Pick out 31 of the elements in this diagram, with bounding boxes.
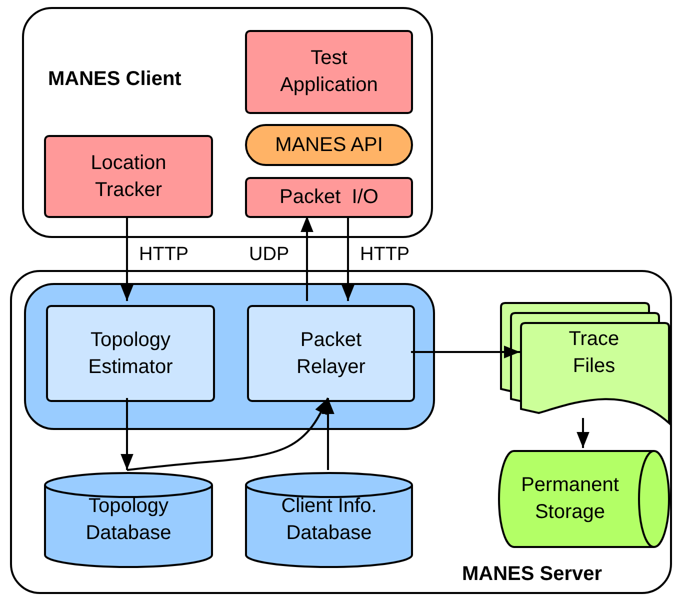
arrow [411,346,520,358]
node-label: Trace Files [568,327,620,379]
component-box [245,177,413,218]
edge-label: HTTP [360,244,410,266]
arrow [120,216,134,301]
component-box [247,305,415,402]
node-label: Test Application [279,46,379,98]
system-title: MANES Client [48,67,182,92]
system-boundary [10,270,672,594]
component-box [44,135,213,218]
server-core-panel [24,283,435,430]
system-title: MANES Server [462,562,604,587]
node-label: Permanent Storage [520,473,620,525]
edge-label: UDP [249,244,290,266]
node-label: Packet I/O [280,185,378,210]
arrow [342,216,354,301]
node-label: Topology Estimator [87,328,174,380]
node-label: Client Info. Database [280,494,378,546]
system-boundary [22,7,433,238]
node-label: Topology Database [84,494,172,546]
arrow [126,398,329,471]
arrow [120,398,134,470]
node-label: Packet Relayer [296,328,366,380]
arrow [322,398,334,470]
edge-label: HTTP [139,244,189,266]
arrow [300,216,314,301]
node-label: Location Tracker [90,150,168,202]
component-box [46,305,215,402]
component-box [245,30,413,114]
node-label: MANES API [275,132,383,158]
arrow [576,418,590,448]
